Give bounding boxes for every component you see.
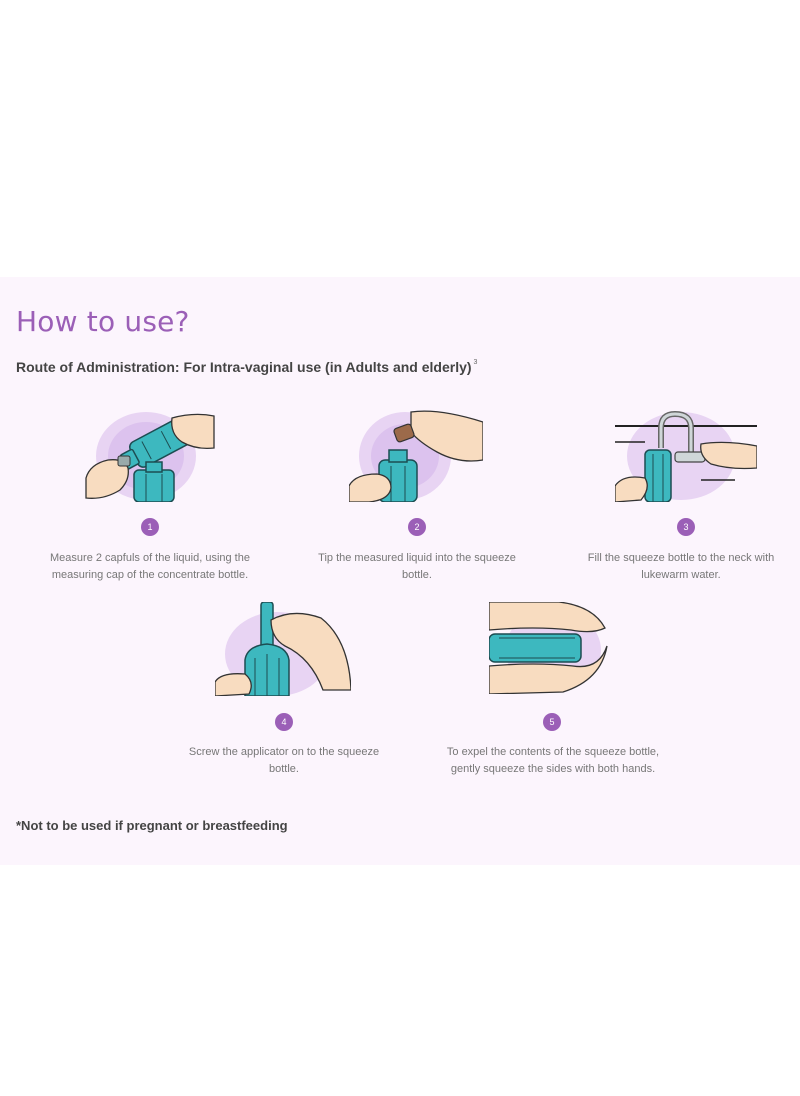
step-caption: Measure 2 capfuls of the liquid, using t… [30,550,270,584]
caption-line: Fill the squeeze bottle to the neck with [587,552,775,564]
step-caption: Tip the measured liquid into the squeeze… [297,550,537,584]
step-number-badge: 4 [275,713,293,731]
caption-line: To expel the contents of the squeeze bot… [446,746,660,758]
step-number-badge: 2 [408,518,426,536]
caption-line: Measure 2 capfuls of the liquid, using t… [50,552,250,564]
caption-line: gently squeeze the sides with both hands… [450,763,656,775]
page-title: How to use? [16,305,190,338]
step-number-badge: 5 [543,713,561,731]
pregnancy-warning-footnote: *Not to be used if pregnant or breastfee… [16,818,288,833]
caption-line: measuring cap of the concentrate bottle. [51,569,249,581]
screw-applicator-illustration [215,602,351,696]
caption-line: lukewarm water. [641,569,721,581]
step-caption: To expel the contents of the squeeze bot… [422,744,684,778]
step-number-badge: 3 [677,518,695,536]
step-caption: Fill the squeeze bottle to the neck with… [566,550,796,584]
route-text: Route of Administration: For Intra-vagin… [16,359,472,375]
measuring-cap-illustration [84,408,216,502]
route-superscript: 3 [473,359,478,366]
caption-line: bottle. [269,763,299,775]
caption-line: Tip the measured liquid into the squeeze [318,552,516,564]
tap-fill-illustration [615,408,757,502]
squeeze-bottle-illustration [489,602,609,694]
step-caption: Screw the applicator on to the squeeze bo… [164,744,404,778]
caption-line: Screw the applicator on to the squeeze [188,746,380,758]
caption-line: bottle. [402,569,432,581]
how-to-use-panel [0,277,800,865]
route-of-administration: Route of Administration: For Intra-vagin… [16,359,477,375]
pour-liquid-illustration [349,408,483,502]
step-number-badge: 1 [141,518,159,536]
